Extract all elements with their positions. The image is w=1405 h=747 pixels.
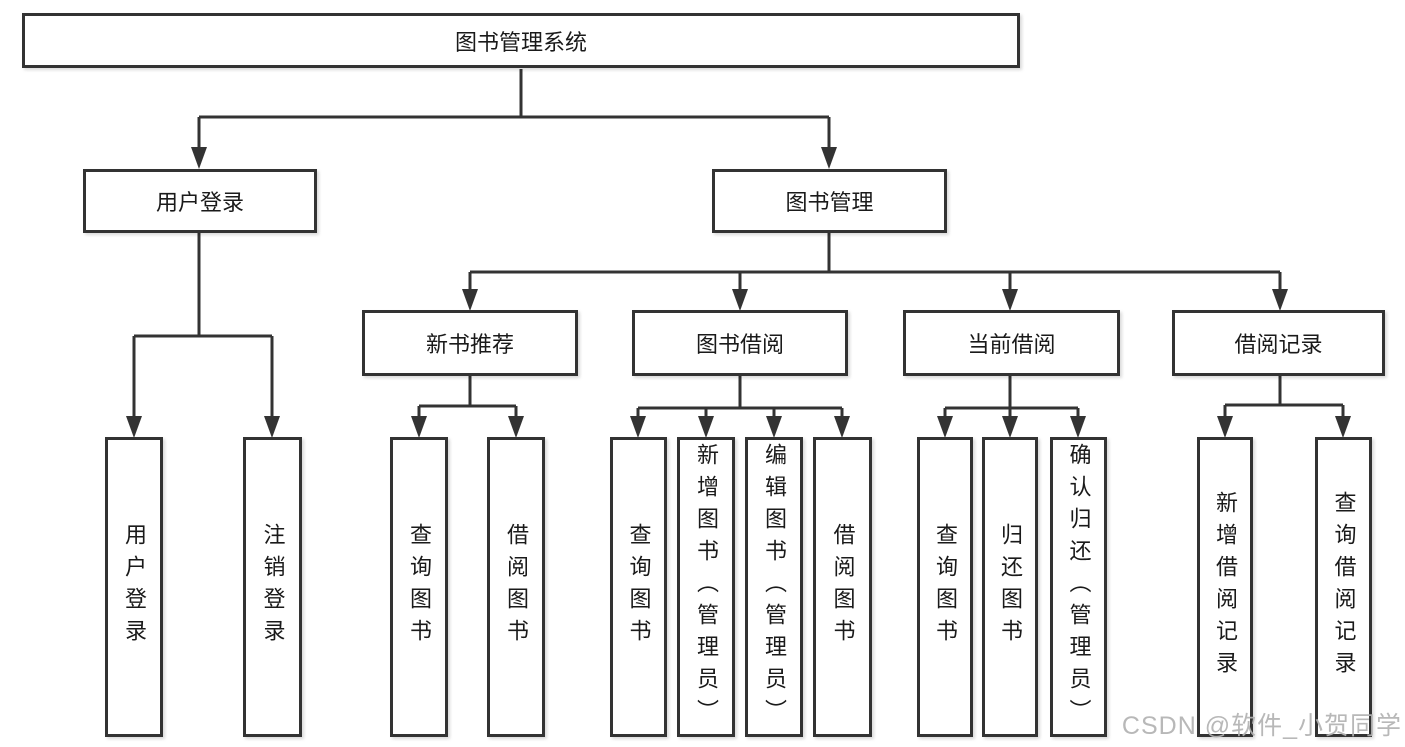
arrowhead xyxy=(821,147,837,169)
arrowhead xyxy=(126,416,142,438)
node-label: 注销登录 xyxy=(260,523,286,651)
node-label: 用户登录 xyxy=(155,190,244,215)
node-label: 查询图书 xyxy=(933,523,958,651)
arrowhead xyxy=(732,289,748,311)
node-label: 查询借阅记录 xyxy=(1331,491,1357,683)
leaf-borrow-book: 借阅图书 xyxy=(813,437,872,737)
node-label: 借阅图书 xyxy=(830,523,856,651)
leaf-edit-book-admin: 编辑图书（管理员） xyxy=(745,437,803,737)
connector-borrow-to-leaves xyxy=(636,376,844,424)
leaf-query-borrow-record: 查询借阅记录 xyxy=(1315,437,1372,737)
node-label: 新增图书（管理员） xyxy=(694,443,719,731)
leaf-query-book-borrow: 查询图书 xyxy=(610,437,667,737)
node-book-borrow: 图书借阅 xyxy=(632,310,848,376)
node-label: 确认归还（管理员） xyxy=(1066,443,1092,731)
node-library-system: 图书管理系统 xyxy=(22,13,1020,68)
csdn-watermark: CSDN @软件_小贺同学 xyxy=(1121,712,1402,740)
node-label: 用户登录 xyxy=(122,523,147,651)
leaf-return-book: 归还图书 xyxy=(982,437,1038,737)
leaf-add-book-admin: 新增图书（管理员） xyxy=(677,437,735,737)
arrowhead xyxy=(937,416,953,438)
arrowhead xyxy=(766,416,782,438)
connector-current-to-leaves xyxy=(943,376,1080,424)
node-label: 编辑图书（管理员） xyxy=(762,443,787,731)
node-borrow-records: 借阅记录 xyxy=(1172,310,1385,376)
node-label: 查询图书 xyxy=(407,523,432,651)
arrowhead xyxy=(1002,289,1018,311)
node-label: 归还图书 xyxy=(998,523,1023,651)
leaf-user-login: 用户登录 xyxy=(105,437,163,737)
connector-book-management-to-level3 xyxy=(468,233,1282,296)
arrowhead xyxy=(698,416,714,438)
node-user-login: 用户登录 xyxy=(83,169,317,233)
leaf-confirm-return-admin: 确认归还（管理员） xyxy=(1050,437,1107,737)
node-label: 查询图书 xyxy=(626,523,652,651)
arrowhead xyxy=(1070,416,1086,438)
node-label: 借阅记录 xyxy=(1234,332,1323,357)
node-label: 图书管理系统 xyxy=(454,29,587,55)
node-label: 当前借阅 xyxy=(967,332,1056,357)
arrowhead xyxy=(411,416,427,438)
node-label: 新增借阅记录 xyxy=(1213,491,1238,683)
leaf-add-borrow-record: 新增借阅记录 xyxy=(1197,437,1253,737)
node-new-book-recommend: 新书推荐 xyxy=(362,310,578,376)
leaf-borrow-book-recommend: 借阅图书 xyxy=(487,437,545,737)
arrowhead xyxy=(1272,289,1288,311)
node-label: 图书管理 xyxy=(785,190,874,215)
node-label: 新书推荐 xyxy=(425,332,514,357)
arrowhead xyxy=(508,416,524,438)
arrowhead xyxy=(1002,416,1018,438)
arrowhead xyxy=(462,289,478,311)
node-current-borrow: 当前借阅 xyxy=(903,310,1120,376)
arrowhead xyxy=(1217,416,1233,438)
node-label: 借阅图书 xyxy=(504,523,529,651)
arrowhead xyxy=(191,147,207,169)
arrowhead xyxy=(630,416,646,438)
connector-recommend-to-leaves xyxy=(417,376,518,424)
connector-root-to-level2 xyxy=(197,69,831,152)
connector-records-to-leaves xyxy=(1223,376,1345,424)
arrowhead xyxy=(834,416,850,438)
leaf-query-book-current: 查询图书 xyxy=(917,437,973,737)
leaf-query-book-recommend: 查询图书 xyxy=(390,437,448,737)
connector-user-login-to-leaves xyxy=(132,233,274,424)
arrowhead xyxy=(1335,416,1351,438)
node-book-management: 图书管理 xyxy=(712,169,947,233)
arrowhead xyxy=(264,416,280,438)
node-label: 图书借阅 xyxy=(695,332,784,357)
leaf-logout: 注销登录 xyxy=(243,437,302,737)
